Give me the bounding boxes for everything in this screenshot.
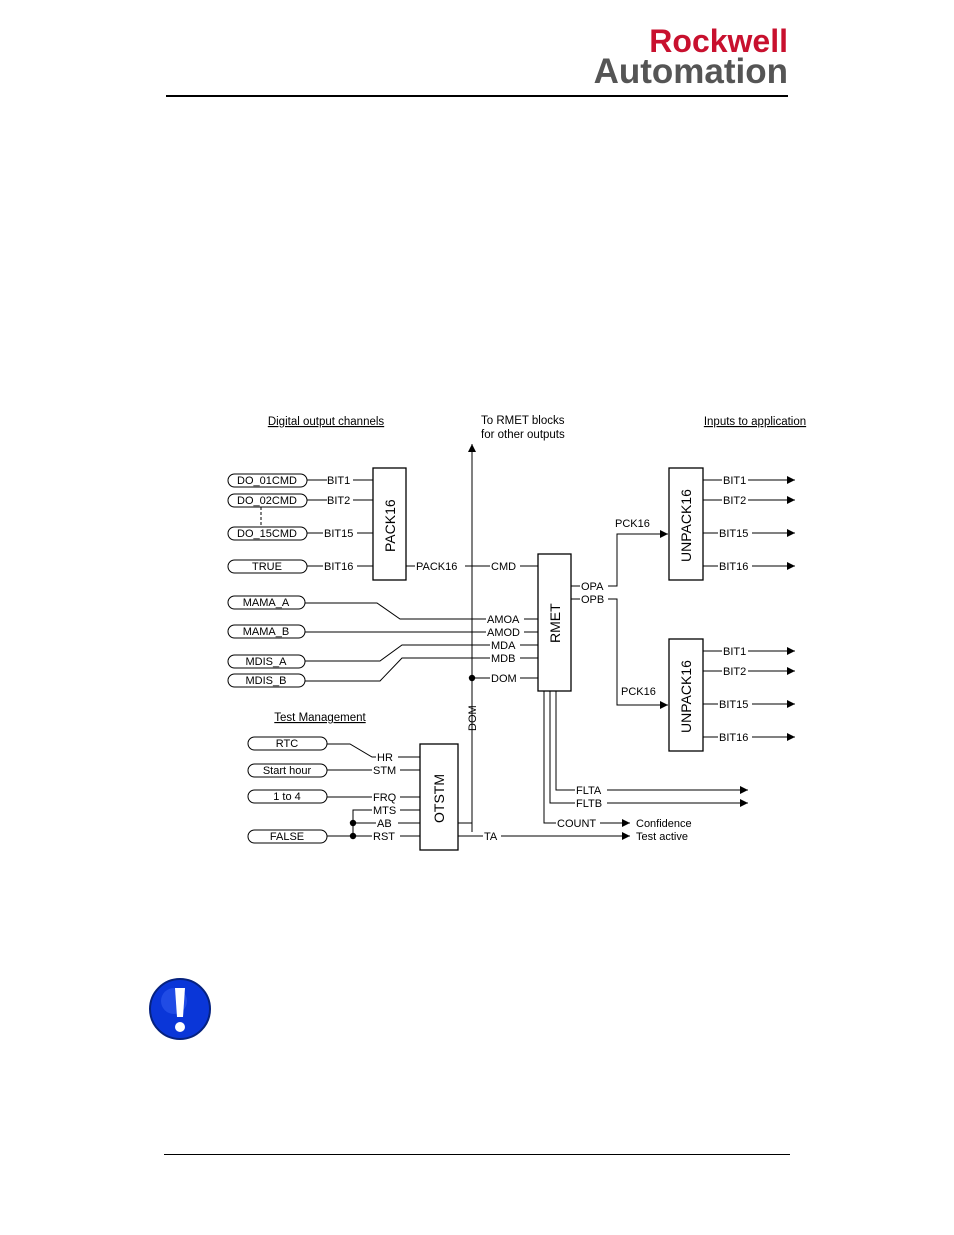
pin-label-unpack-top-bit16: BIT16 xyxy=(719,561,748,573)
input-tag-true: TRUE xyxy=(227,559,308,574)
heading-rmet-other-line1: To RMET blocks xyxy=(481,415,565,427)
pin-label-stm: STM xyxy=(373,765,396,777)
input-tag-mdis-a: MDIS_A xyxy=(227,654,306,669)
svg-text:MDIS_A: MDIS_A xyxy=(246,656,288,668)
svg-text:DO_01CMD: DO_01CMD xyxy=(237,475,297,487)
pin-label-pack-bit16: BIT16 xyxy=(324,561,353,573)
pin-label-unpack-bottom-bit1: BIT1 xyxy=(723,646,746,658)
junction-rst xyxy=(349,832,357,840)
pin-label-mda: MDA xyxy=(491,640,516,652)
pin-label-dom-vertical: DOM xyxy=(467,705,479,731)
block-unpack16-top: UNPACK16 xyxy=(668,467,704,581)
svg-text:MDIS_B: MDIS_B xyxy=(246,675,287,687)
pin-label-mdb: MDB xyxy=(491,653,515,665)
pin-label-fltb: FLTB xyxy=(576,798,602,810)
pin-label-unpack-bottom-bit2: BIT2 xyxy=(723,666,746,678)
svg-text:DO_02CMD: DO_02CMD xyxy=(237,495,297,507)
input-tag-false: FALSE xyxy=(247,829,328,844)
block-unpack16-bottom: UNPACK16 xyxy=(668,638,704,752)
svg-text:OTSTM: OTSTM xyxy=(431,774,447,823)
svg-text:Start hour: Start hour xyxy=(263,765,312,777)
pin-label-unpack-top-bit2: BIT2 xyxy=(723,495,746,507)
pin-label-amoa: AMOA xyxy=(487,614,520,626)
input-tag-do01: DO_01CMD xyxy=(227,473,308,488)
pin-label-unpack-top-bit1: BIT1 xyxy=(723,475,746,487)
pin-label-hr: HR xyxy=(377,752,393,764)
pin-label-unpack-bottom-bit16: BIT16 xyxy=(719,732,748,744)
input-tag-mdis-b: MDIS_B xyxy=(227,673,306,688)
svg-text:TRUE: TRUE xyxy=(252,561,282,573)
pin-label-pack16-out: PACK16 xyxy=(416,561,457,573)
pin-label-mts: MTS xyxy=(373,805,396,817)
svg-text:DO_15CMD: DO_15CMD xyxy=(237,528,297,540)
block-rmet: RMET xyxy=(537,553,572,692)
pin-label-cmd: CMD xyxy=(491,561,516,573)
input-tag-rtc: RTC xyxy=(247,736,328,751)
header-divider xyxy=(166,95,788,97)
rockwell-automation-logo: Rockwell Automation xyxy=(594,23,788,88)
input-tag-do15: DO_15CMD xyxy=(227,526,308,541)
pin-label-rst: RST xyxy=(373,831,395,843)
svg-text:MAMA_B: MAMA_B xyxy=(243,626,289,638)
pin-label-opb: OPB xyxy=(581,594,604,606)
svg-text:MAMA_A: MAMA_A xyxy=(243,597,290,609)
heading-digital-outputs: Digital output channels xyxy=(268,416,385,428)
heading-rmet-other-line2: for other outputs xyxy=(481,429,565,441)
block-pack16: PACK16 xyxy=(372,467,407,581)
input-tag-one-to-four: 1 to 4 xyxy=(247,789,328,804)
input-tag-do02: DO_02CMD xyxy=(227,493,308,508)
junction-ab xyxy=(349,819,357,827)
block-otstm: OTSTM xyxy=(419,743,459,851)
exclamation-icon xyxy=(149,978,211,1040)
pin-label-dom: DOM xyxy=(491,673,517,685)
pin-label-pck16-top: PCK16 xyxy=(615,518,650,530)
pin-label-pack-bit15: BIT15 xyxy=(324,528,353,540)
output-confidence: Confidence xyxy=(636,818,692,830)
output-test-active: Test active xyxy=(636,831,688,843)
pin-label-pck16-bottom: PCK16 xyxy=(621,686,656,698)
pin-label-pack-bit1: BIT1 xyxy=(327,475,350,487)
svg-text:1 to 4: 1 to 4 xyxy=(273,791,301,803)
footer-divider xyxy=(164,1154,790,1155)
pin-label-pack-bit2: BIT2 xyxy=(327,495,350,507)
pin-label-ta: TA xyxy=(484,831,498,843)
input-tag-start-hour: Start hour xyxy=(247,763,328,778)
logo-text-rockwell: Rockwell xyxy=(649,23,788,59)
pin-label-opa: OPA xyxy=(581,581,604,593)
pin-label-frq: FRQ xyxy=(373,792,397,804)
logo-text-automation: Automation xyxy=(594,52,788,88)
input-tag-mama-b: MAMA_B xyxy=(227,624,306,639)
pin-label-ab: AB xyxy=(377,818,392,830)
pin-label-amod: AMOD xyxy=(487,627,520,639)
heading-inputs-application: Inputs to application xyxy=(704,416,806,428)
svg-text:FALSE: FALSE xyxy=(270,831,304,843)
svg-text:UNPACK16: UNPACK16 xyxy=(678,660,694,733)
pin-label-flta: FLTA xyxy=(576,785,602,797)
pin-label-unpack-bottom-bit15: BIT15 xyxy=(719,699,748,711)
svg-text:UNPACK16: UNPACK16 xyxy=(678,489,694,562)
heading-test-management: Test Management xyxy=(274,712,366,724)
pin-label-count: COUNT xyxy=(557,818,596,830)
svg-text:RMET: RMET xyxy=(547,603,563,643)
svg-text:RTC: RTC xyxy=(276,738,298,750)
svg-text:PACK16: PACK16 xyxy=(382,499,398,552)
input-tag-mama-a: MAMA_A xyxy=(227,595,306,610)
pin-label-unpack-top-bit15: BIT15 xyxy=(719,528,748,540)
